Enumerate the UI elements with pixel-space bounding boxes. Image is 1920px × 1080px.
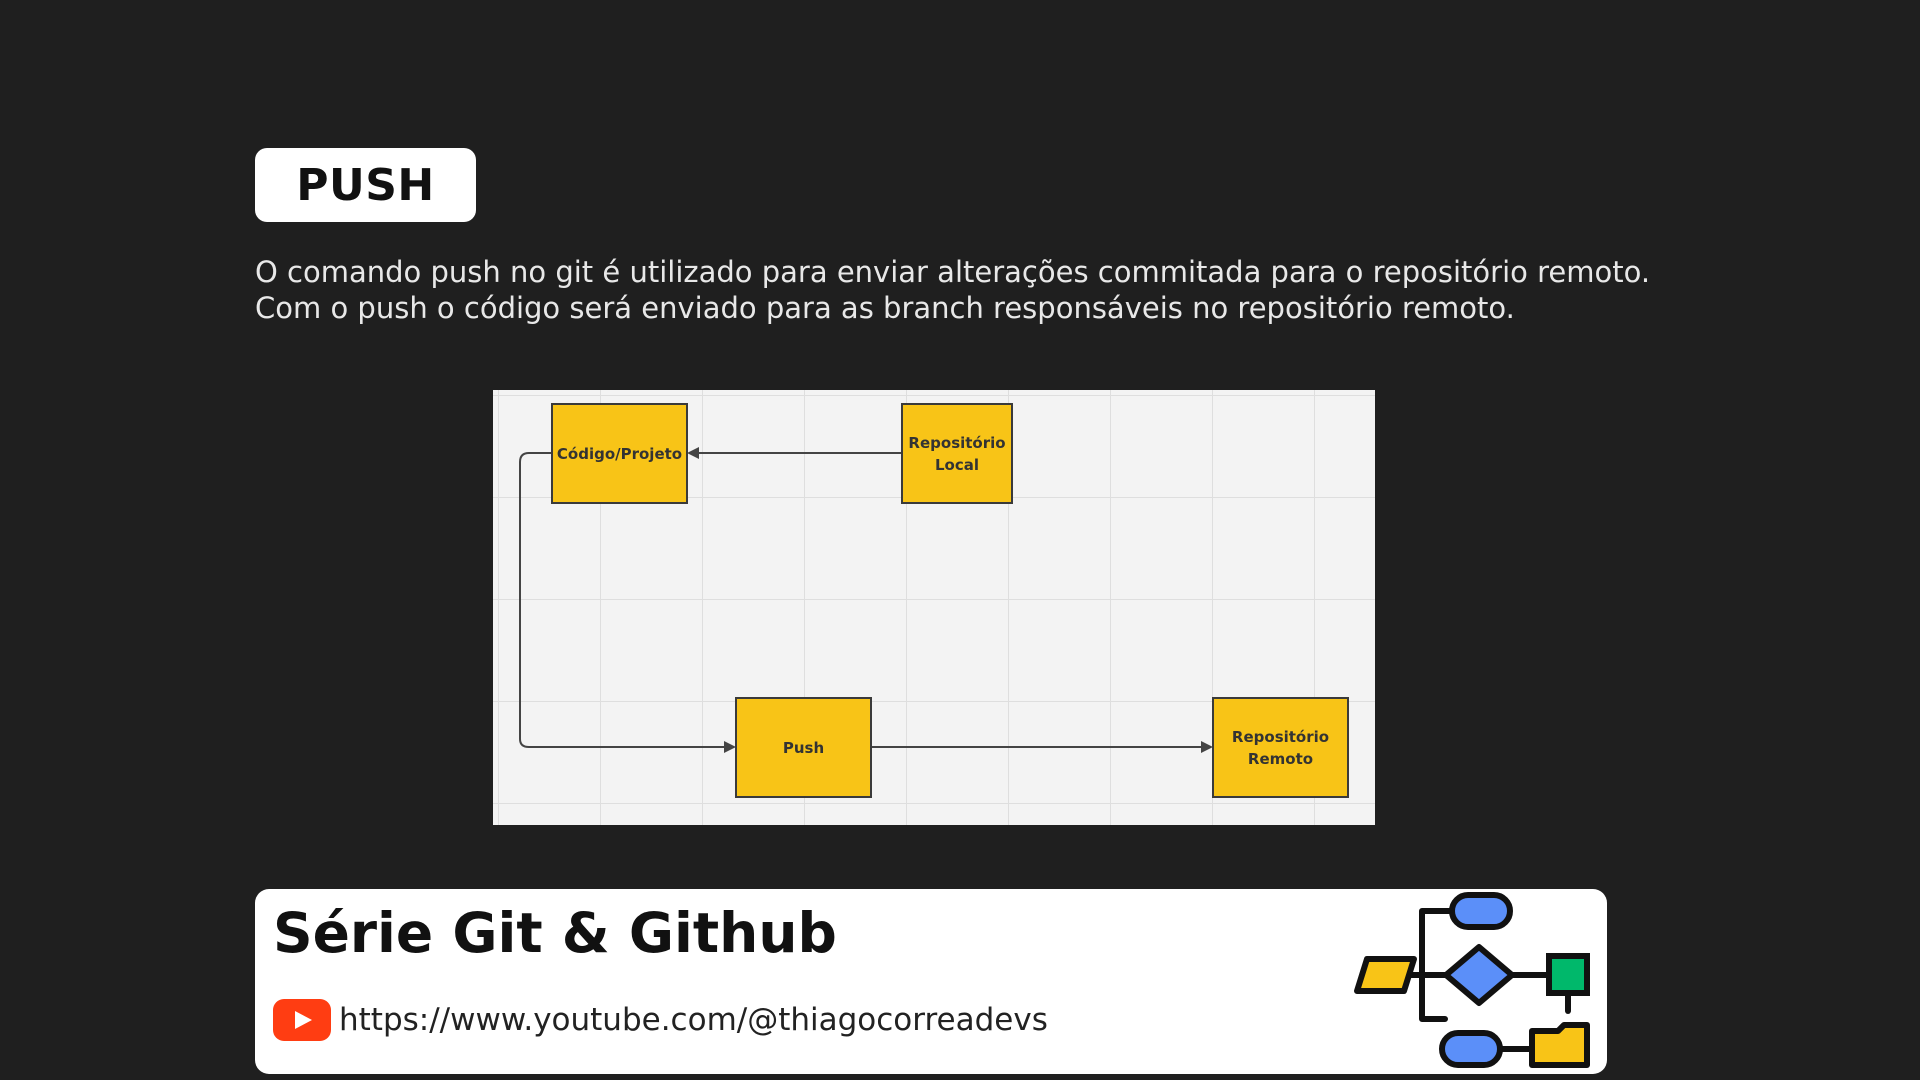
node-repo-local-line2: Local — [934, 455, 980, 474]
slide-title: PUSH — [296, 159, 435, 211]
logo-process-icon — [1546, 953, 1590, 996]
slide-description: O comando push no git é utilizado para e… — [255, 254, 1755, 326]
node-repo-remoto-line2: Remoto — [1247, 749, 1314, 768]
node-push-label: Push — [782, 738, 825, 757]
logo-diamond-icon — [1443, 944, 1515, 1006]
node-push: Push — [735, 697, 872, 798]
diagram-edges — [519, 447, 1213, 753]
series-footer-card: Série Git & Github https://www.youtube.c… — [255, 889, 1607, 1074]
slide-title-badge: PUSH — [255, 148, 476, 222]
logo-terminal-top-icon — [1449, 892, 1513, 930]
edge-codigo-to-push — [519, 452, 736, 753]
node-repo-remoto-line1: Repositório — [1231, 727, 1330, 746]
flow-diagram: Código/Projeto Repositório Local Push Re… — [493, 390, 1375, 825]
description-line-2: Com o push o código será enviado para as… — [255, 291, 1515, 325]
description-line-1: O comando push no git é utilizado para e… — [255, 255, 1651, 289]
node-repo-local-label: Repositório Local — [908, 432, 1005, 476]
logo-parallelogram-icon — [1354, 956, 1417, 994]
logo-terminal-bottom-icon — [1439, 1030, 1503, 1068]
logo-folder-icon — [1529, 1022, 1590, 1068]
flowchart-logo-icon — [1354, 892, 1590, 1068]
youtube-link-row[interactable]: https://www.youtube.com/@thiagocorreadev… — [273, 999, 1048, 1041]
node-codigo-projeto: Código/Projeto — [551, 403, 688, 504]
youtube-icon — [273, 999, 331, 1041]
node-repo-remoto-label: Repositório Remoto — [1232, 726, 1329, 770]
series-title: Série Git & Github — [273, 901, 837, 965]
youtube-link[interactable]: https://www.youtube.com/@thiagocorreadev… — [339, 1002, 1048, 1038]
node-repo-local-line1: Repositório — [908, 433, 1006, 452]
node-repositorio-remoto: Repositório Remoto — [1212, 697, 1349, 798]
node-codigo-label: Código/Projeto — [556, 444, 683, 463]
node-repositorio-local: Repositório Local — [901, 403, 1013, 504]
